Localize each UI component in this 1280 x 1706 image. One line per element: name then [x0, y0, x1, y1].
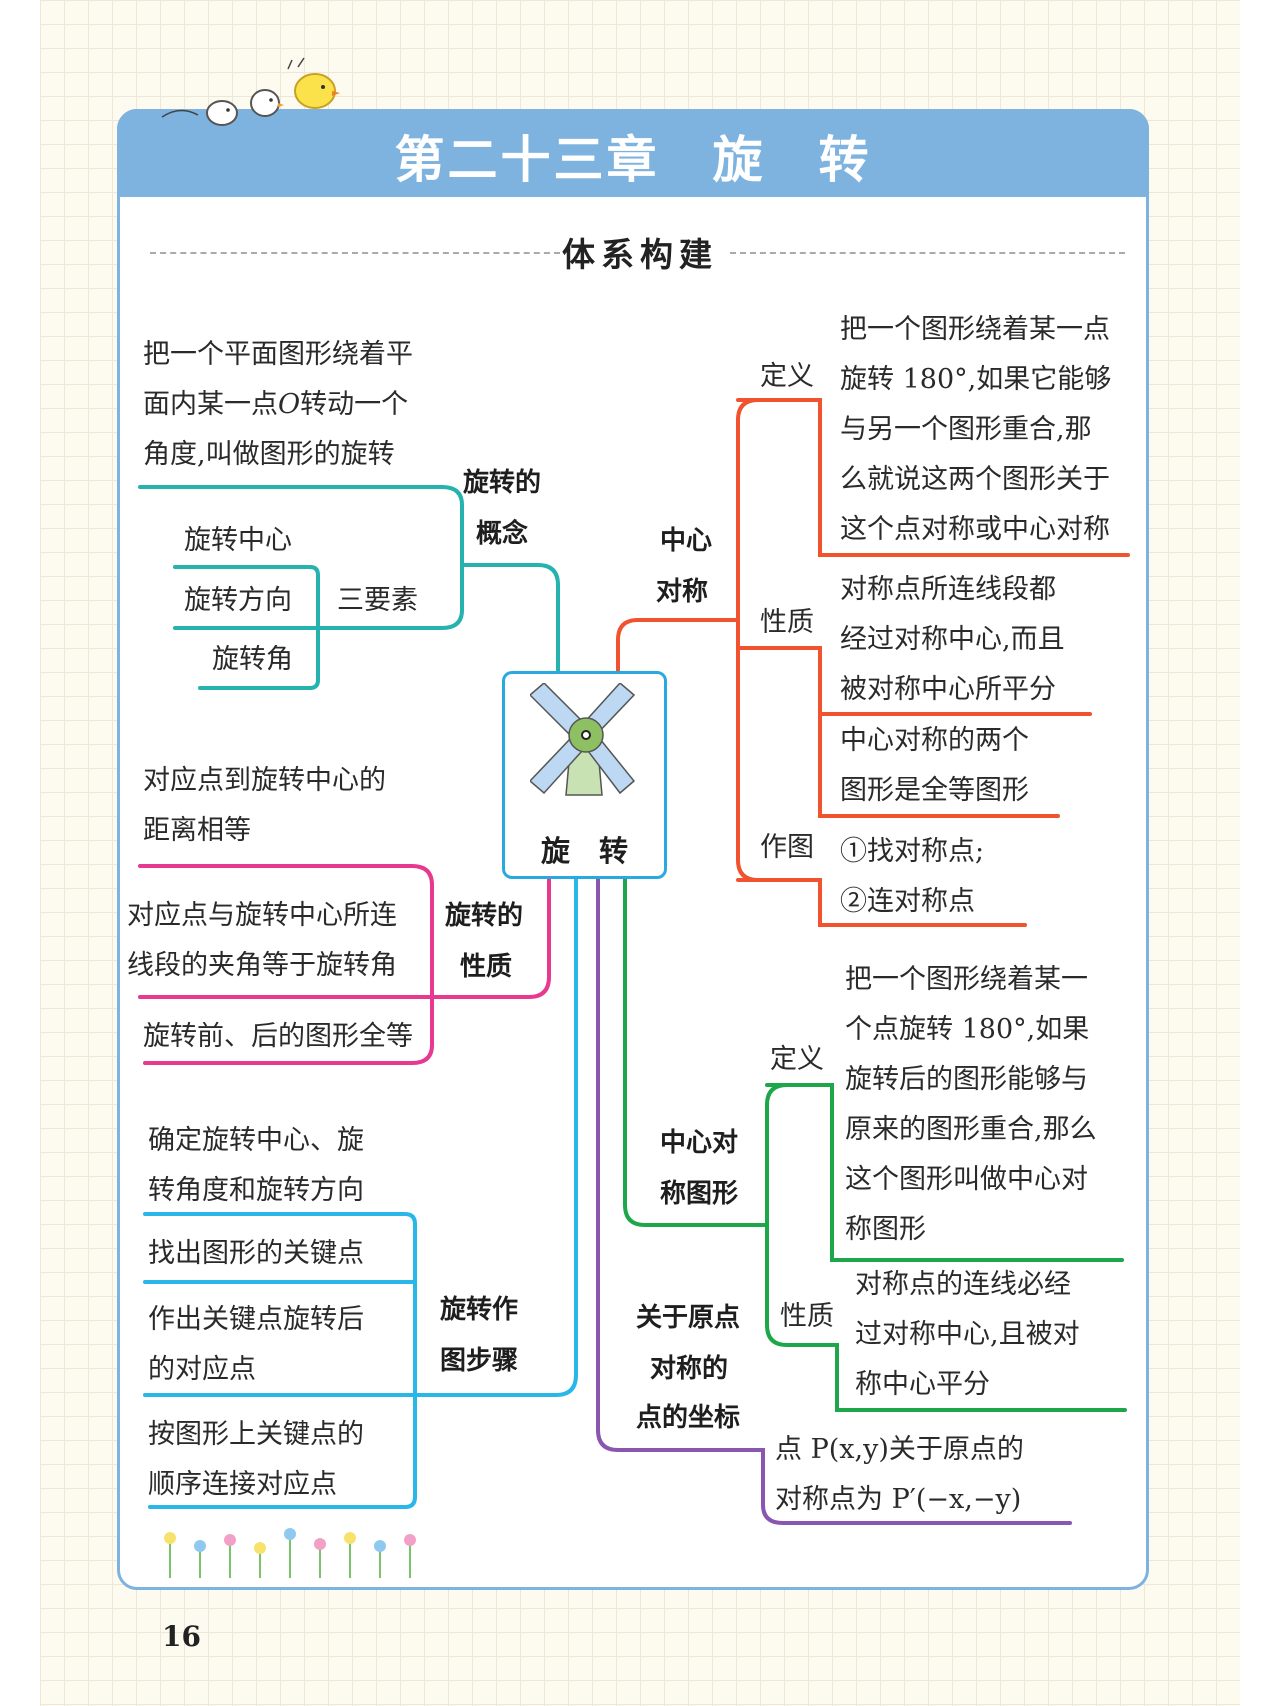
property-item-line-3 [143, 995, 434, 1065]
origin-label-2: 对称的 [650, 1354, 729, 1384]
concept-branch-label-1: 旋转的 [463, 468, 542, 498]
step-2: 找出图形的关键点 [148, 1238, 364, 1269]
sf-definition-line [765, 1083, 1127, 1412]
cs-property-1-line-2: 经过对称中心,而且 [840, 624, 1065, 655]
subtitle-divider-left [150, 252, 560, 254]
property-item-3: 旋转前、后的图形全等 [143, 1021, 413, 1052]
cs-definition-line-5: 这个点对称或中心对称 [840, 514, 1110, 545]
steps-item-lines [143, 1280, 417, 1397]
flowers-decoration-icon [164, 1528, 416, 1578]
sf-property-line-1: 对称点的连线必经 [855, 1269, 1071, 1300]
sf-property-line-3: 称中心平分 [855, 1369, 990, 1400]
property-branch-label-2: 性质 [460, 952, 513, 982]
cs-definition-line-2: 旋转 180°,如果它能够 [840, 364, 1112, 395]
step-1-line-1: 确定旋转中心、旋 [148, 1125, 364, 1156]
origin-line-1: 点 P(x,y)关于原点的 [775, 1434, 1024, 1465]
sf-definition-line-3: 旋转后的图形能够与 [845, 1064, 1088, 1095]
central-symmetry-label-1: 中心 [660, 526, 713, 556]
cs-definition-line-3: 与另一个图形重合,那 [840, 414, 1092, 445]
origin-line-2: 对称点为 P′(−x,−y) [775, 1484, 1022, 1515]
symmetric-figure-label-2: 称图形 [660, 1179, 739, 1209]
cs-property-1-line-3: 被对称中心所平分 [840, 674, 1056, 705]
origin-branch-line [596, 871, 1072, 1525]
elements-connector-line [173, 565, 320, 690]
point-o-symbol: O [278, 389, 301, 420]
steps-branch-line [413, 871, 578, 1397]
concept-branch-line [138, 485, 560, 673]
windmill-icon [530, 683, 636, 796]
cs-definition-line-4: 么就说这两个图形关于 [840, 464, 1110, 495]
steps-branch-label-1: 旋转作 [440, 1295, 519, 1325]
element-rotation-center: 旋转中心 [184, 525, 292, 556]
cs-property-2-line-2: 图形是全等图形 [840, 775, 1029, 806]
cs-definition-line-1: 把一个图形绕着某一点 [840, 314, 1110, 345]
sf-definition-line-1: 把一个图形绕着某一 [845, 964, 1088, 995]
cs-construction-line [736, 878, 1027, 927]
section-subtitle: 体系构建 [562, 235, 718, 274]
sf-definition-line-5: 这个图形叫做中心对 [845, 1164, 1088, 1195]
step-3-line-2: 的对应点 [148, 1354, 256, 1385]
center-label: 旋 转 [540, 834, 628, 868]
symmetric-figure-branch-line [623, 871, 769, 1227]
steps-connector-line [143, 1212, 417, 1509]
cs-construction-label: 作图 [760, 832, 814, 863]
step-3-line-1: 作出关键点旋转后 [148, 1304, 364, 1335]
chapter-title: 第二十三章 旋 转 [394, 131, 872, 189]
step-1-line-2: 转角度和旋转方向 [148, 1175, 364, 1206]
element-rotation-angle: 旋转角 [212, 644, 293, 675]
origin-label-1: 关于原点 [636, 1303, 741, 1333]
center-node [502, 671, 667, 879]
cs-property-label: 性质 [760, 607, 814, 638]
property-item-2-line-2: 线段的夹角等于旋转角 [127, 950, 397, 981]
cs-property-2-line-1: 中心对称的两个 [840, 725, 1029, 756]
cs-property-1-line-1: 对称点所连线段都 [840, 574, 1056, 605]
symmetric-figure-label-1: 中心对 [660, 1128, 739, 1158]
property-item-2-line-1: 对应点与旋转中心所连 [127, 900, 397, 931]
concept-definition-line-2: 面内某一点O转动一个 [143, 391, 408, 418]
sf-definition-line-2: 个点旋转 180°,如果 [845, 1014, 1090, 1045]
concept-definition-line-3: 角度,叫做图形的旋转 [143, 439, 395, 470]
steps-branch-label-2: 图步骤 [440, 1346, 519, 1376]
cs-construction-step-2: ②连对称点 [840, 886, 975, 917]
sf-definition-line-6: 称图形 [845, 1214, 926, 1245]
sf-definition-underline [765, 1083, 1124, 1262]
central-symmetry-vertical [736, 398, 760, 882]
step-4-line-1: 按图形上关键点的 [148, 1419, 364, 1450]
page-number: 16 [162, 1620, 201, 1653]
sf-property-label: 性质 [780, 1301, 834, 1332]
cs-property-line [736, 646, 1092, 818]
concept-elements-line [316, 563, 464, 630]
central-symmetry-label-2: 对称 [656, 577, 709, 607]
property-item-1-line-2: 距离相等 [143, 815, 251, 846]
chicks-decoration-icon [161, 57, 340, 126]
concept-branch-label-2: 概念 [476, 519, 529, 549]
three-elements-label: 三要素 [337, 585, 418, 616]
concept-definition-line-2-start: 面内某一点 [143, 389, 278, 420]
concept-definition-line-1: 把一个平面图形绕着平 [143, 339, 413, 370]
step-4-line-2: 顺序连接对应点 [148, 1469, 337, 1500]
cs-definition-label: 定义 [760, 361, 814, 392]
sf-definition-line-4: 原来的图形重合,那么 [845, 1114, 1097, 1145]
central-symmetry-branch-line [616, 618, 740, 673]
cs-definition-line [736, 398, 1130, 557]
origin-label-3: 点的坐标 [636, 1403, 741, 1433]
chapter-header-bar [117, 109, 1149, 197]
element-rotation-direction: 旋转方向 [184, 585, 292, 616]
cs-construction-step-1: ①找对称点; [840, 836, 985, 867]
sf-definition-label: 定义 [770, 1044, 824, 1075]
subtitle-divider-right [730, 252, 1125, 254]
property-branch-label-1: 旋转的 [445, 901, 524, 931]
sf-property-line-2: 过对称中心,且被对 [855, 1319, 1080, 1350]
property-item-1-line-1: 对应点到旋转中心的 [143, 765, 386, 796]
concept-definition-line-2-end: 转动一个 [300, 389, 409, 420]
